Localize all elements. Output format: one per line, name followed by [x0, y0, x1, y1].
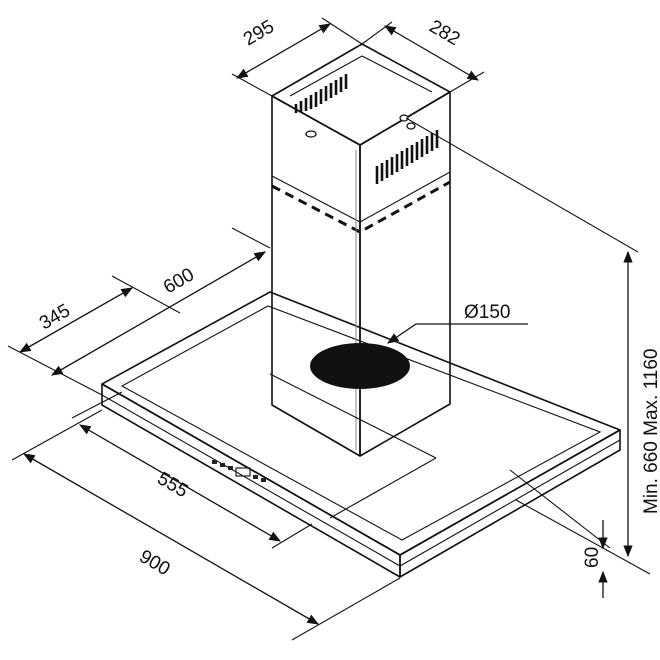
hood-canopy	[101, 291, 621, 578]
vent-grille-left	[294, 74, 348, 113]
dim-hood-depth-inner: 345	[36, 300, 74, 334]
duct-outlet-icon	[310, 343, 410, 389]
dimension-lines	[7, 17, 651, 641]
dim-duct-diameter: Ø150	[464, 302, 510, 323]
display-icon	[235, 467, 251, 477]
dim-hood-width: 900	[136, 546, 174, 580]
mounting-hole-icon	[305, 130, 317, 138]
dim-hood-depth-outer: 600	[160, 264, 198, 298]
dim-hood-inner-width: 555	[154, 468, 192, 502]
dim-chimney-depth: 282	[426, 16, 464, 50]
dim-canopy-height: 60	[582, 547, 603, 568]
mounting-hole-icon	[406, 122, 416, 130]
mounting-hole-icon	[399, 114, 409, 122]
chimney	[271, 43, 451, 457]
vent-grille-right	[375, 130, 439, 184]
dim-chimney-width: 295	[240, 16, 278, 50]
dim-height-range: Min. 660 Max. 1160	[641, 349, 660, 514]
telescopic-overlap-line	[271, 180, 451, 234]
